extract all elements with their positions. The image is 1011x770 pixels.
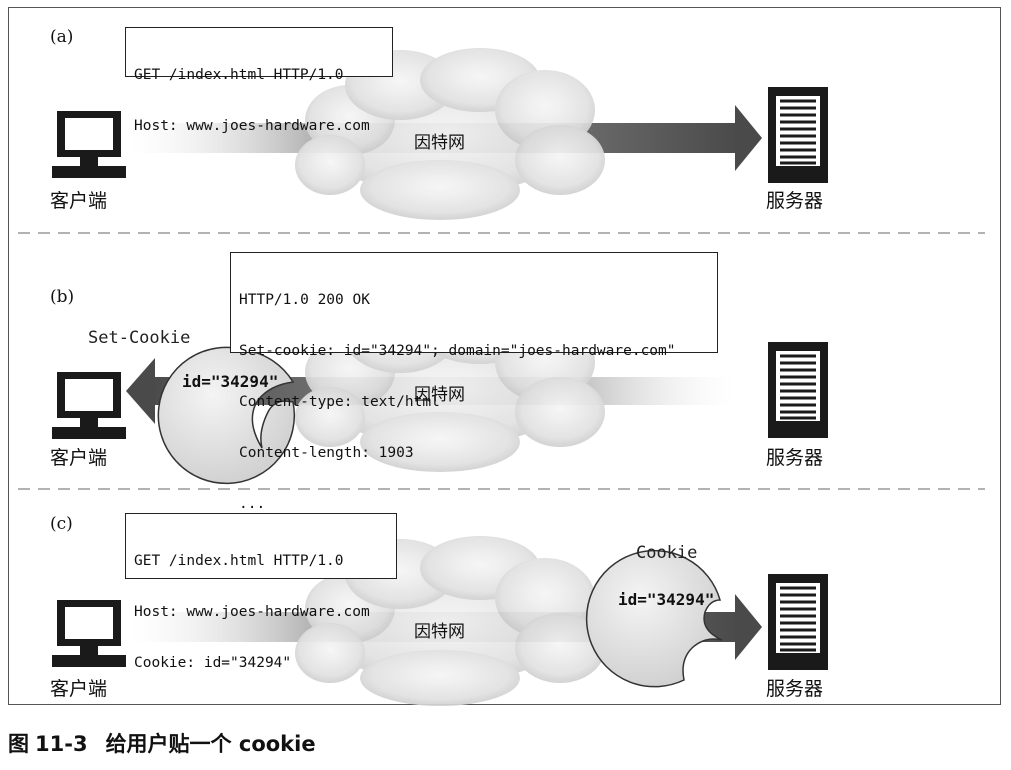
panel-label: (a) <box>50 27 74 47</box>
code-line: Content-length: 1903 <box>239 445 414 461</box>
code-line: Cookie: id="34294" <box>134 655 292 671</box>
figure-frame <box>8 7 1001 705</box>
panel-c-cloud <box>295 536 605 706</box>
client-label: 客户端 <box>50 678 108 700</box>
cookie-icon <box>157 346 296 485</box>
code-line: ... <box>239 496 266 512</box>
set-cookie-label: Set-Cookie <box>88 328 191 348</box>
http-response-box: HTTP/1.0 200 OK Set-cookie: id="34294"; … <box>230 252 718 512</box>
server-icon <box>768 574 828 670</box>
cookie-value: id="34294" <box>618 590 715 609</box>
http-request-box: GET /index.html HTTP/1.0 Host: www.joes-… <box>125 513 397 671</box>
code-line: Set-cookie: id="34294"; domain="joes-har… <box>239 343 676 359</box>
caption-prefix: 图 <box>8 732 29 756</box>
client-label: 客户端 <box>50 447 108 469</box>
panel-label: (b) <box>50 287 75 307</box>
code-line: GET /index.html HTTP/1.0 <box>134 67 344 83</box>
computer-icon <box>52 372 126 439</box>
computer-icon <box>52 111 126 178</box>
computer-icon <box>52 600 126 667</box>
cloud-label: 因特网 <box>414 133 465 153</box>
server-icon <box>768 87 828 183</box>
caption-number: 11-3 <box>35 732 88 756</box>
code-line: HTTP/1.0 200 OK <box>239 292 370 308</box>
server-icon <box>768 342 828 438</box>
cookie-value: id="34294" <box>182 372 279 391</box>
cookie-icon <box>585 549 723 688</box>
cookie-label: Cookie <box>636 543 698 563</box>
server-label: 服务器 <box>766 447 824 469</box>
code-line: Host: www.joes-hardware.com <box>134 604 370 620</box>
code-line: GET /index.html HTTP/1.0 <box>134 553 344 569</box>
server-label: 服务器 <box>766 190 824 212</box>
code-line: Host: www.joes-hardware.com <box>134 118 370 134</box>
client-label: 客户端 <box>50 190 108 212</box>
cloud-label: 因特网 <box>414 385 465 405</box>
panel-label: (c) <box>50 514 73 534</box>
http-request-box: GET /index.html HTTP/1.0 Host: www.joes-… <box>125 27 393 134</box>
code-line: Content-type: text/html <box>239 394 440 410</box>
cloud-label: 因特网 <box>414 622 465 642</box>
caption-text: 给用户贴一个 cookie <box>105 732 316 756</box>
server-label: 服务器 <box>766 678 824 700</box>
